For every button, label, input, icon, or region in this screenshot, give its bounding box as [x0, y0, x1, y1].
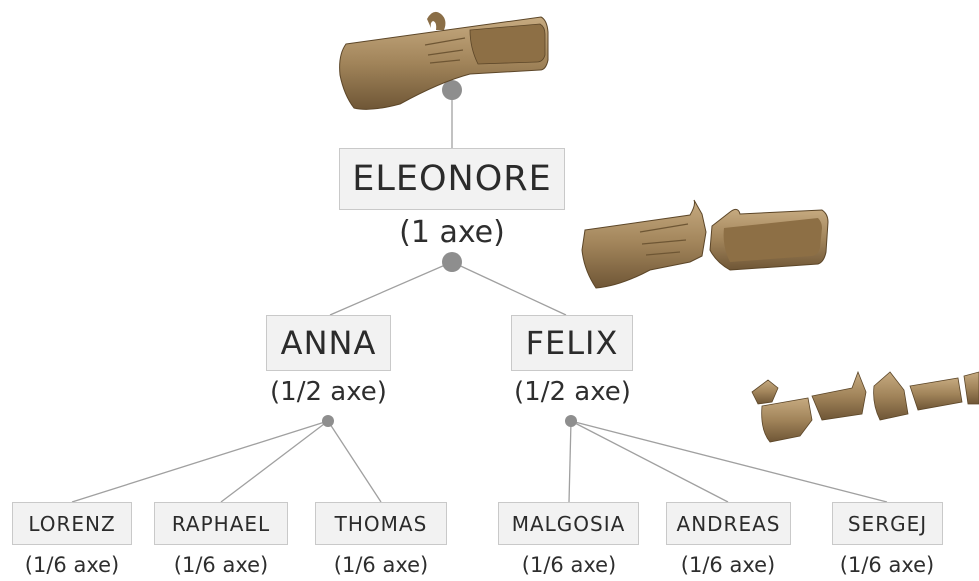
junction-dot — [442, 252, 462, 272]
whole-axe-icon — [339, 11, 549, 110]
node-lorenz: LORENZ — [12, 502, 132, 545]
node-anna: ANNA — [266, 315, 391, 371]
connector-line — [568, 420, 572, 503]
node-raphael: RAPHAEL — [154, 502, 288, 545]
share-eleonore: (1 axe) — [399, 215, 505, 250]
connector-line — [451, 261, 567, 316]
share-thomas: (1/6 axe) — [333, 553, 429, 577]
connector-line — [570, 420, 888, 503]
share-felix: (1/2 axe) — [514, 377, 631, 407]
connector-line — [327, 420, 382, 503]
node-sergej: SERGEJ — [832, 502, 943, 545]
junction-dot — [442, 80, 462, 100]
share-sergej: (1/6 axe) — [839, 553, 935, 577]
share-malgosia: (1/6 axe) — [521, 553, 617, 577]
node-andreas: ANDREAS — [666, 502, 791, 545]
node-malgosia: MALGOSIA — [498, 502, 639, 545]
connector-lines — [71, 90, 888, 503]
share-lorenz: (1/6 axe) — [24, 553, 120, 577]
share-anna: (1/2 axe) — [270, 377, 387, 407]
share-raphael: (1/6 axe) — [173, 553, 269, 577]
node-felix: FELIX — [511, 315, 633, 371]
share-andreas: (1/6 axe) — [680, 553, 776, 577]
node-eleonore: ELEONORE — [339, 148, 565, 210]
junction-dots — [322, 80, 577, 427]
junction-dot — [322, 415, 334, 427]
connector-line — [570, 420, 729, 503]
axe-broken-in-two-icon — [581, 199, 829, 289]
axe-broken-in-six-icon — [751, 370, 979, 443]
connector-line — [220, 420, 329, 503]
connector-line — [71, 420, 329, 503]
node-thomas: THOMAS — [315, 502, 447, 545]
connector-line — [329, 261, 453, 316]
junction-dot — [565, 415, 577, 427]
